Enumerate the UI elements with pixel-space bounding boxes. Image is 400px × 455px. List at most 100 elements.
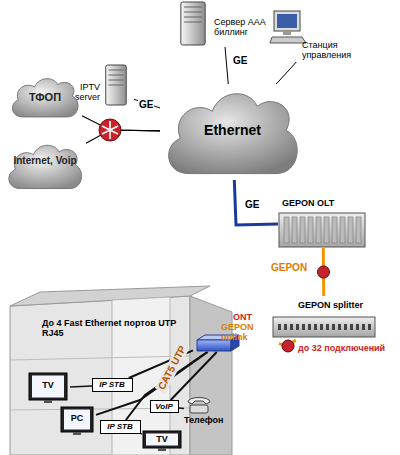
server-icon (100, 64, 132, 106)
tv-node: TV (28, 372, 70, 404)
node-label: ONT (233, 312, 273, 322)
router-arrows (102, 121, 118, 139)
line-card (356, 217, 361, 243)
edge-label: GEPON (270, 262, 308, 274)
pc-node: PC (60, 406, 96, 436)
splitter-icon (272, 316, 376, 338)
node-label: Станция управления (302, 40, 368, 61)
splitter-chassis (273, 317, 375, 337)
note-label: До 4 Fast Ethernet портов UTP RJ45 (42, 318, 190, 339)
phone-base (190, 405, 208, 413)
splitter-node: GEPON splitter (268, 296, 380, 340)
port (284, 324, 287, 330)
node-label: VoIP (151, 402, 177, 411)
monitor-screen (277, 14, 297, 28)
line-card (348, 217, 353, 243)
node-label: GEPON uplink (221, 322, 277, 343)
node-label: GEPON OLT (282, 198, 366, 208)
building-roof (10, 286, 210, 306)
drive-bay (184, 22, 202, 23)
connector-line (276, 62, 296, 84)
node-label: TV (142, 434, 182, 444)
drive-bay (108, 75, 123, 76)
connector-line (234, 180, 278, 225)
drive-bay (108, 70, 123, 71)
stand (158, 448, 166, 451)
connector (141, 433, 142, 434)
port (368, 324, 371, 330)
port (326, 324, 329, 330)
olt-icon (278, 212, 366, 248)
port (350, 324, 353, 330)
line-card (316, 217, 321, 243)
line-card (292, 217, 297, 243)
connector (318, 248, 330, 296)
monitor-icon (270, 10, 308, 44)
cloud-node: Internet, Voip (4, 140, 86, 192)
drive-bay (184, 17, 202, 18)
note-label: до 32 подключений (298, 343, 385, 353)
cloud-node: Ethernet (160, 84, 305, 180)
server-icon (174, 1, 212, 46)
monitor-stand (283, 31, 291, 35)
server-case (106, 65, 126, 105)
phone-node: Телефон (184, 394, 236, 428)
device-box: IP STB (100, 420, 141, 434)
drive-bay (184, 7, 202, 8)
node-label: PC (60, 413, 94, 423)
line-card (332, 217, 337, 243)
port (296, 324, 299, 330)
router-body (99, 119, 121, 141)
screen-frame (61, 407, 93, 432)
node-label: TV (28, 380, 68, 390)
port (290, 324, 293, 330)
monitor-frame (274, 11, 300, 31)
floor-line (10, 356, 190, 360)
node-label: Internet, Voip (4, 155, 86, 167)
device-box: VoIP (150, 400, 179, 413)
screen-frame (143, 431, 181, 448)
olt-chassis (279, 213, 365, 247)
connector (234, 180, 278, 225)
edge-label: GE (232, 55, 248, 67)
connector-line (225, 47, 228, 84)
edge-label: GE (244, 199, 260, 211)
node-label: GEPON splitter (298, 300, 378, 310)
port (362, 324, 365, 330)
port (332, 324, 335, 330)
port (356, 324, 359, 330)
olt-node: GEPON OLT (278, 198, 368, 248)
node-label: ТФОП (8, 91, 82, 104)
stand (73, 432, 81, 435)
port (344, 324, 347, 330)
connector (225, 47, 228, 84)
connector (276, 62, 296, 84)
fiber-connector-dot (318, 266, 330, 278)
drive-bay (184, 12, 202, 13)
drive-bay (108, 85, 123, 86)
fiber-connector-dot (282, 340, 294, 352)
connector (86, 130, 160, 143)
line-card (340, 217, 345, 243)
node-label: Ethernet (160, 122, 305, 138)
connector-line (179, 407, 184, 409)
node-label: Сервер AAA биллинг (214, 17, 270, 38)
device-box: IP STB (92, 378, 133, 392)
connector-line (70, 386, 92, 387)
connector-line (86, 130, 160, 143)
server-node: Сервер AAA биллинг (174, 1, 272, 47)
edge-label: GE (138, 99, 154, 111)
port (308, 324, 311, 330)
port (320, 324, 323, 330)
ont-node: ONTGEPON uplink (193, 312, 279, 352)
server-case (181, 2, 205, 45)
building-side (190, 296, 232, 455)
keyboard (270, 37, 306, 43)
phone-handset (188, 398, 210, 405)
line-card (300, 217, 305, 243)
line-card (284, 217, 289, 243)
drive-bay (108, 80, 123, 81)
screen-frame (29, 373, 67, 400)
port (302, 324, 305, 330)
